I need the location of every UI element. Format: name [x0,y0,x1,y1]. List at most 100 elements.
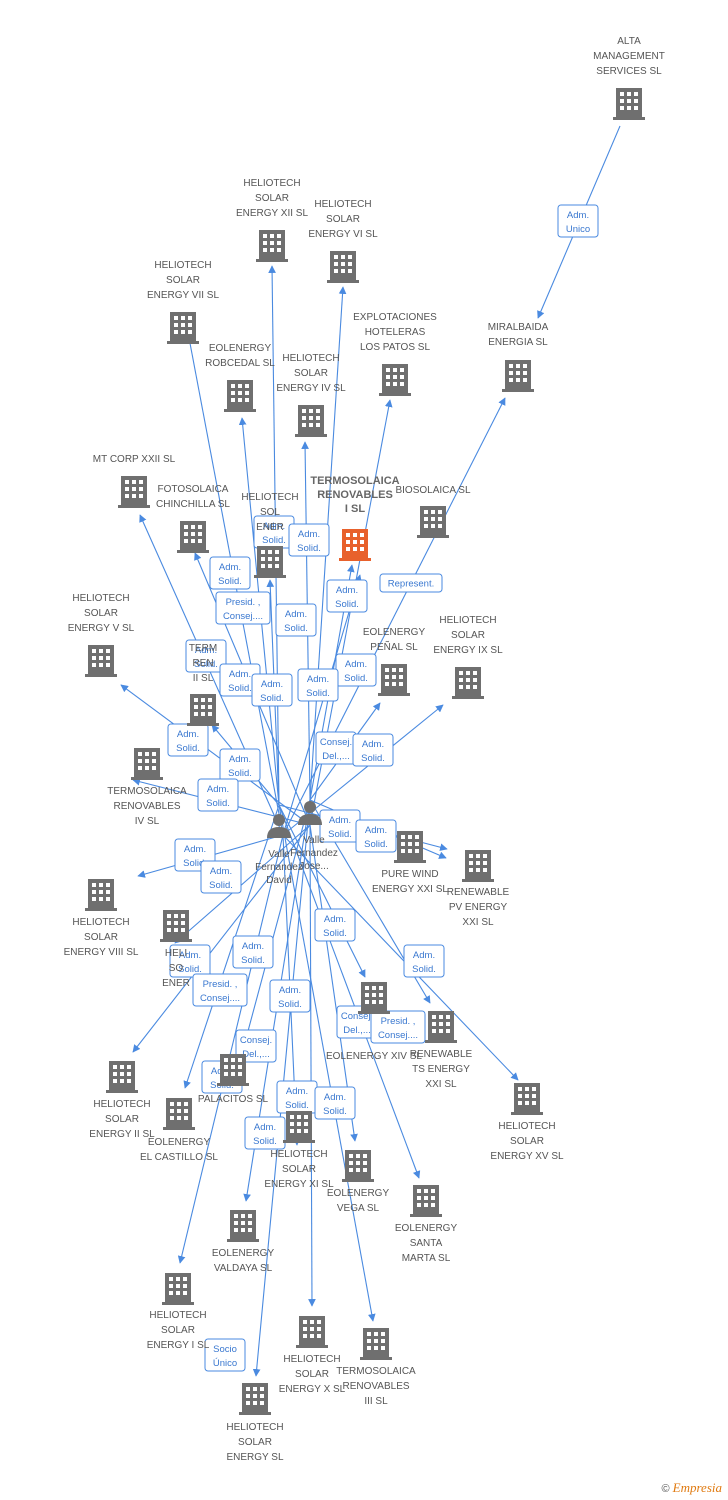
building-icon[interactable] [283,1111,315,1143]
role-badge-consej-del[interactable]: Consej.Del.,... [315,731,357,765]
role-badge-adm-solid[interactable]: Adm.Solid. [319,809,361,843]
role-badge-adm-solid[interactable]: Adm.Solid. [209,556,251,590]
role-badge-adm-solid[interactable]: Adm.Solid. [276,1080,318,1114]
role-badge-adm-solid[interactable]: Adm.Solid. [352,733,394,767]
building-icon[interactable] [160,910,192,942]
building-icon[interactable] [452,667,484,699]
role-badge-adm-solid[interactable]: Adm.Solid. [185,639,227,673]
building-icon[interactable] [410,1185,442,1217]
role-badge-adm-solid[interactable]: Adm.Solid. [219,748,261,782]
role-badge-adm-solid[interactable]: Adm.Solid. [314,1086,356,1120]
role-badge-adm-solid[interactable]: Adm.Solid. [251,673,293,707]
role-badge-adm-solid[interactable]: Adm.Solid. [355,819,397,853]
building-icon[interactable] [378,664,410,696]
building-icon[interactable] [162,1273,194,1305]
building-icon[interactable] [425,1011,457,1043]
building-icon[interactable] [85,879,117,911]
building-icon[interactable] [342,1150,374,1182]
building-icon[interactable] [224,380,256,412]
role-badge-adm-solid[interactable]: Adm.Solid. [197,778,239,812]
building-icon[interactable] [511,1083,543,1115]
building-icon[interactable] [295,405,327,437]
building-icon[interactable] [358,982,390,1014]
building-icon[interactable] [227,1210,259,1242]
role-badge-presid-consej[interactable]: Presid. ,Consej.... [370,1010,426,1044]
role-badge-represent[interactable]: Represent. [379,573,443,593]
building-icon[interactable] [163,1098,195,1130]
building-icon[interactable] [177,521,209,553]
brand-logo[interactable]: Empresia [672,1480,722,1495]
company-label[interactable]: BIOSOLAICA SLBIOSOLAICA SL [395,485,470,496]
building-icon[interactable] [131,748,163,780]
building-icon[interactable] [360,1328,392,1360]
building-icon[interactable] [502,360,534,392]
building-icon[interactable] [187,694,219,726]
role-badge-adm-solid[interactable]: Adm.Solid. [314,908,356,942]
role-badge-adm-solid[interactable]: Adm.Solid. [232,935,274,969]
building-icon[interactable] [394,831,426,863]
building-icon[interactable] [217,1054,249,1086]
role-badge-adm-solid[interactable]: Adm.Solid. [169,944,211,978]
role-badge-adm-unico[interactable]: Adm.Unico [557,204,599,238]
building-icon[interactable] [239,1383,271,1415]
role-badge-presid-consej[interactable]: Presid. ,Consej.... [192,973,248,1007]
building-icon[interactable] [106,1061,138,1093]
building-icon[interactable] [256,230,288,262]
role-badge-adm-solid[interactable]: Adm.Solid. [326,579,368,613]
building-icon[interactable] [613,88,645,120]
focus-building-icon[interactable] [339,529,371,561]
building-icon[interactable] [118,476,150,508]
role-badge-adm-solid[interactable]: Adm.Solid. [275,603,317,637]
building-icon[interactable] [379,364,411,396]
role-badge-adm-solid[interactable]: Adm.Solid. [200,860,242,894]
building-icon[interactable] [462,850,494,882]
building-icon[interactable] [417,506,449,538]
building-icon[interactable] [254,546,286,578]
building-icon[interactable] [167,312,199,344]
role-badge-adm-solid[interactable]: Adm.Solid. [288,523,330,557]
role-badge-presid-consej[interactable]: Presid. ,Consej.... [215,591,271,625]
role-badge-adm-solid[interactable]: Adm.Solid. [297,668,339,702]
role-badge-adm-solid[interactable]: Adm.Solid. [403,944,445,978]
role-badge-adm-solid[interactable]: Adm.Solid. [269,979,311,1013]
building-icon[interactable] [296,1316,328,1348]
building-icon[interactable] [85,645,117,677]
role-badge-adm-solid[interactable]: Adm.Solid. [335,653,377,687]
